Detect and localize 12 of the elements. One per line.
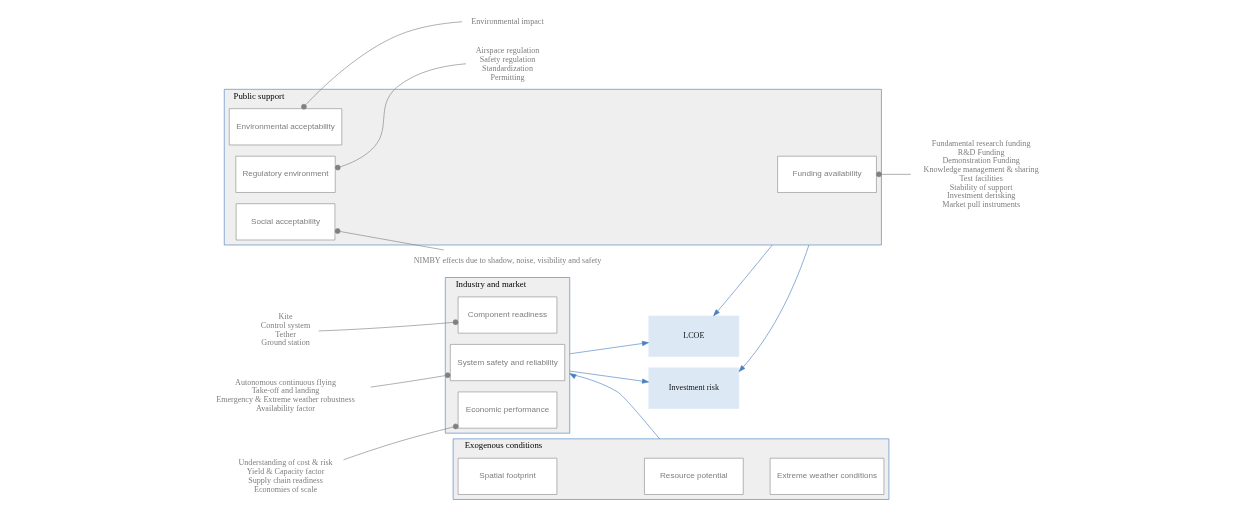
connector — [301, 21, 463, 110]
arrow — [569, 373, 660, 440]
arrow — [569, 341, 649, 355]
arrow — [569, 370, 649, 384]
arrow — [713, 244, 773, 317]
connector — [318, 319, 459, 332]
connector — [343, 423, 459, 461]
connector — [370, 372, 451, 388]
arrow — [738, 244, 810, 372]
connector — [876, 171, 912, 178]
connector — [334, 228, 445, 251]
connector — [335, 63, 467, 171]
